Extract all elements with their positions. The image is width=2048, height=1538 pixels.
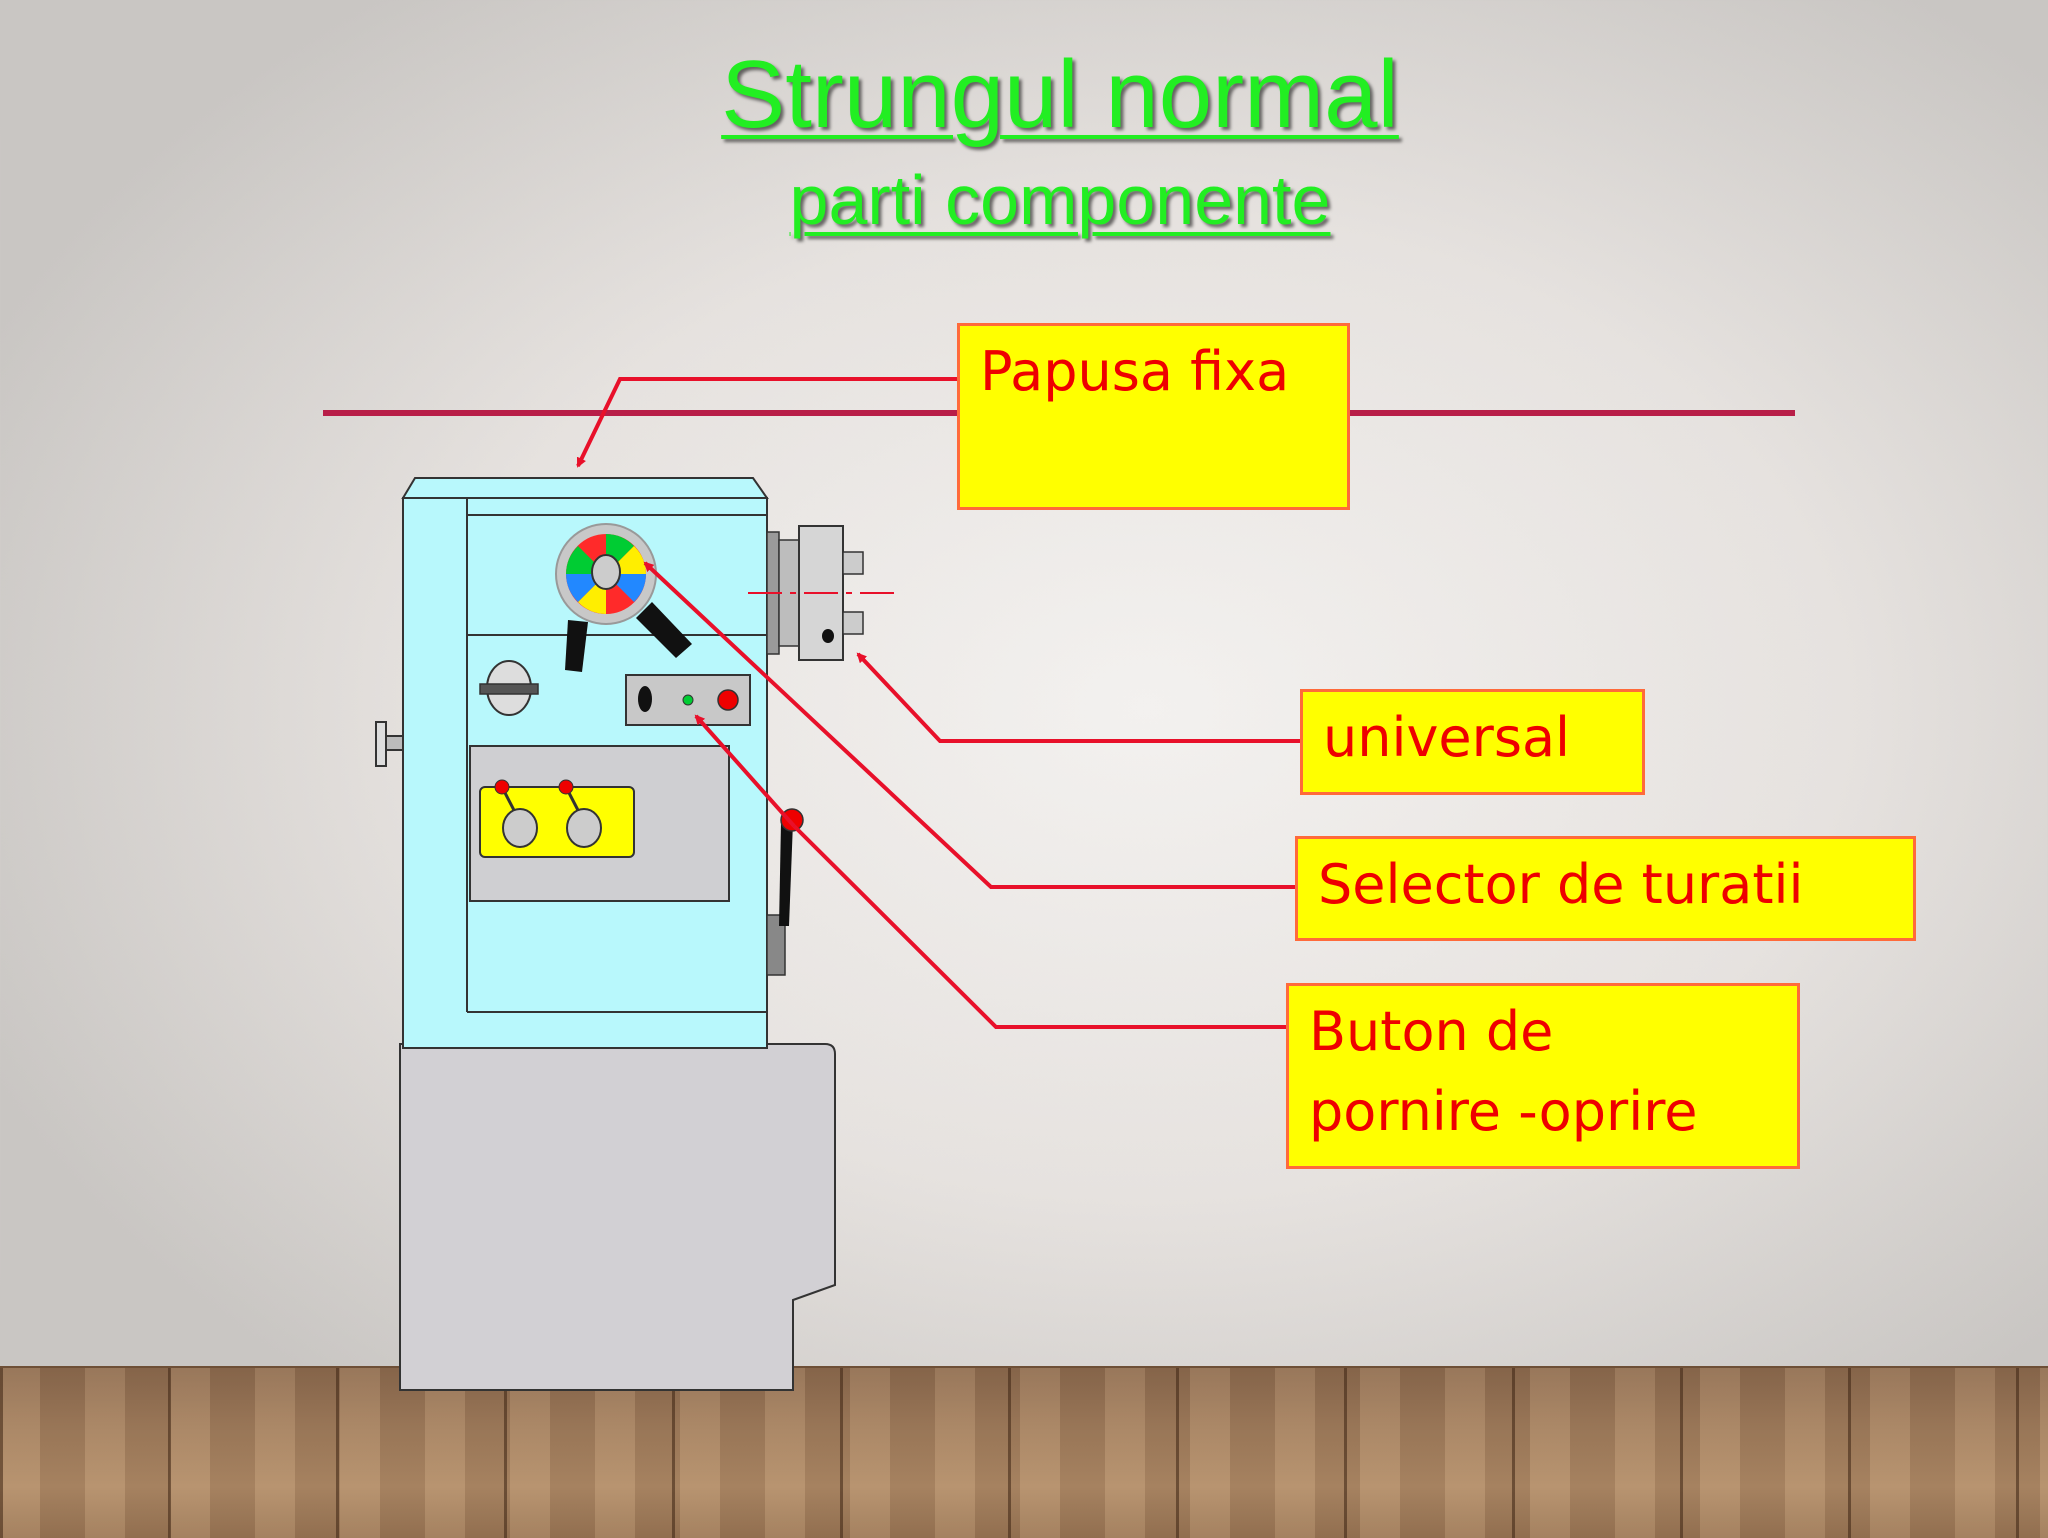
leader-papusa-fixa [576, 377, 957, 468]
slide-subtitle: parti componente [789, 161, 1331, 239]
slide-title: Strungul normal [721, 41, 1399, 148]
leader-buton-panel [694, 714, 796, 828]
leader-buton-lever [792, 824, 1286, 1029]
label-buton-pornire-oprire: Buton de pornire -oprire [1286, 983, 1800, 1169]
leader-selector [643, 561, 1295, 889]
universal-chuck [748, 525, 895, 661]
label-selector-turatii: Selector de turatii [1295, 836, 1916, 941]
clutch-lever [766, 808, 804, 976]
start-stop-panel [625, 674, 751, 726]
gear-levers [479, 779, 635, 858]
wooden-floor [0, 1366, 2048, 1538]
label-universal: universal [1300, 689, 1645, 795]
speed-lever-left [565, 620, 588, 672]
headstock-top [401, 477, 769, 499]
speed-lever-right [636, 602, 692, 658]
label-papusa-fixa: Papusa fixa [957, 323, 1350, 510]
speed-selector-wheel [555, 523, 657, 625]
machine-base [399, 1043, 836, 1391]
feed-dial [479, 660, 539, 716]
leader-universal [856, 652, 1300, 743]
